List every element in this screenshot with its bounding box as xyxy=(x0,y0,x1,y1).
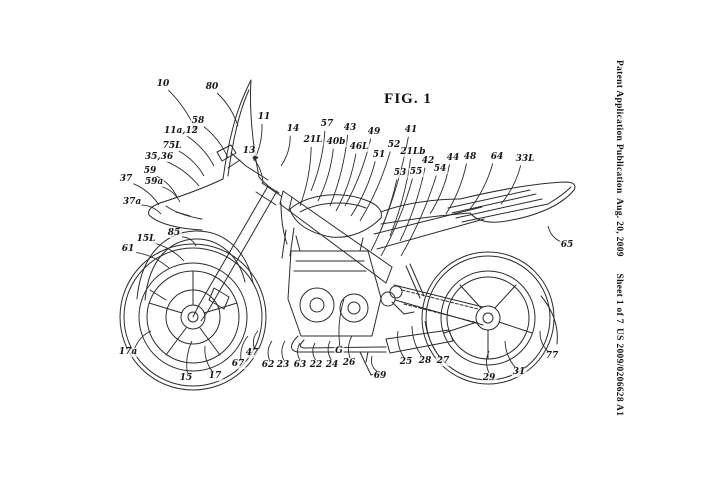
ref-numeral-52: 52 xyxy=(386,140,402,151)
ref-numeral-21Lb: 21Lb xyxy=(399,147,427,158)
ref-numeral-46L: 46L xyxy=(348,142,370,153)
ref-numeral-58: 58 xyxy=(190,116,206,127)
ref-numeral-27: 27 xyxy=(435,356,451,367)
ref-numeral-37: 37 xyxy=(118,174,134,185)
ref-numeral-29: 29 xyxy=(481,373,497,384)
ref-numeral-37a: 37a xyxy=(121,197,143,208)
sheet-number: Sheet 1 of 7 xyxy=(614,273,624,324)
date-sheet-header: Aug. 20, 2009 Sheet 1 of 7 xyxy=(614,198,624,324)
ref-numeral-77: 77 xyxy=(544,351,560,362)
ref-numeral-85: 85 xyxy=(166,228,182,239)
ref-numeral-10: 10 xyxy=(155,79,171,90)
ref-numeral-33L: 33L xyxy=(514,154,536,165)
patent-number: US 2009/0206628 A1 xyxy=(614,328,624,417)
ref-numeral-17: 17 xyxy=(207,371,223,382)
ref-numeral-65: 65 xyxy=(559,240,575,251)
ref-numeral-24: 24 xyxy=(324,360,340,371)
ref-numeral-15L: 15L xyxy=(135,234,157,245)
ref-numeral-11a,12: 11a,12 xyxy=(162,126,200,137)
ref-numeral-26: 26 xyxy=(341,358,357,369)
ref-numeral-59a: 59a xyxy=(143,177,165,188)
ref-numeral-21L: 21L xyxy=(302,135,324,146)
ref-numeral-11: 11 xyxy=(256,112,272,123)
ref-numeral-31: 31 xyxy=(511,367,527,378)
ref-numeral-42: 42 xyxy=(420,156,436,167)
ref-numeral-51: 51 xyxy=(371,150,387,161)
ref-numeral-43: 43 xyxy=(342,123,358,134)
ref-numeral-40b: 40b xyxy=(325,137,347,148)
ref-numeral-48: 48 xyxy=(462,152,478,163)
ref-numeral-64: 64 xyxy=(489,152,505,163)
ref-numeral-25: 25 xyxy=(398,357,414,368)
ref-numeral-13: 13 xyxy=(241,146,257,157)
ref-numeral-53: 53 xyxy=(392,168,408,179)
ref-numeral-44: 44 xyxy=(445,153,461,164)
ref-numeral-57: 57 xyxy=(319,119,335,130)
ref-numeral-54: 54 xyxy=(432,164,448,175)
ref-numeral-28: 28 xyxy=(417,356,433,367)
ref-numeral-55: 55 xyxy=(408,167,424,178)
publication-header: Patent Application Publication xyxy=(614,60,624,194)
ref-numeral-15: 15 xyxy=(178,373,194,384)
ref-numeral-62: 62 xyxy=(260,360,276,371)
ref-numeral-22: 22 xyxy=(308,360,324,371)
ref-numeral-80: 80 xyxy=(204,82,220,93)
ref-numeral-67: 67 xyxy=(230,359,246,370)
ref-numeral-35,36: 35,36 xyxy=(143,152,175,163)
ref-numeral-75L: 75L xyxy=(161,141,183,152)
ref-numeral-59: 59 xyxy=(142,166,158,177)
ref-numeral-14: 14 xyxy=(285,124,301,135)
ref-numeral-47: 47 xyxy=(244,348,260,359)
ref-numeral-41: 41 xyxy=(403,125,419,136)
ref-numeral-69: 69 xyxy=(372,371,388,382)
figure-title: FIG. 1 xyxy=(384,91,432,107)
ref-numeral-49: 49 xyxy=(366,127,382,138)
ref-numeral-63: 63 xyxy=(292,360,308,371)
ref-numeral-17a: 17a xyxy=(117,347,139,358)
ref-numeral-61: 61 xyxy=(120,244,136,255)
publication-date: Aug. 20, 2009 xyxy=(614,198,624,257)
ref-numeral-23: 23 xyxy=(275,360,291,371)
ref-numeral-G: G xyxy=(334,346,344,357)
